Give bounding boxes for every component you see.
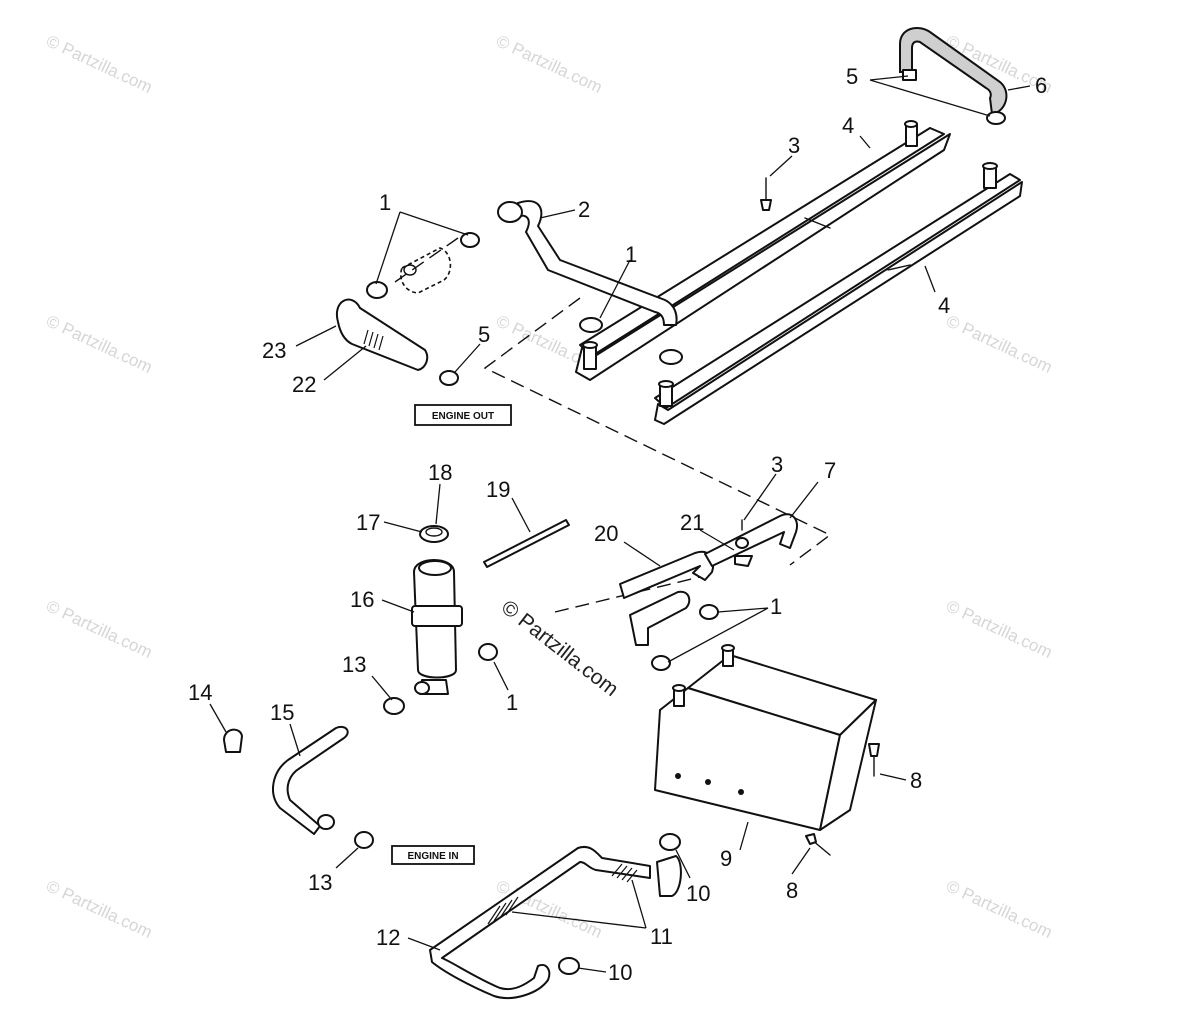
callout-1: 1 [625, 242, 637, 267]
clip-14 [223, 728, 243, 753]
callout-8: 8 [910, 768, 922, 793]
engine-out-label: ENGINE OUT [414, 404, 512, 426]
callout-13: 13 [342, 652, 366, 677]
hose-20 [619, 550, 715, 599]
heat-exchanger [654, 644, 877, 831]
screw [760, 177, 772, 211]
callout-23: 23 [262, 338, 286, 363]
hose-22-23 [335, 298, 429, 371]
callout-15: 15 [270, 700, 294, 725]
callout-4: 4 [938, 293, 950, 318]
hose-clamp [651, 655, 671, 671]
callout-19: 19 [486, 477, 510, 502]
callout-14: 14 [188, 680, 212, 705]
bolt [868, 743, 880, 777]
callout-1: 1 [770, 594, 782, 619]
small-hose [629, 590, 691, 646]
watermark: © Partzilla.com [43, 876, 155, 942]
hose-clamp [439, 370, 459, 386]
callout-10: 10 [608, 960, 632, 985]
callout-5: 5 [478, 322, 490, 347]
callout-13: 13 [308, 870, 332, 895]
hose-clamp [478, 643, 498, 661]
watermark: © Partzilla.com [493, 31, 605, 97]
watermark: © Partzilla.com [943, 596, 1055, 662]
callout-4: 4 [842, 113, 854, 138]
callout-11: 11 [650, 924, 673, 949]
hose-clamp [558, 957, 580, 975]
watermark: © Partzilla.com [943, 311, 1055, 377]
watermark: © Partzilla.com [43, 596, 155, 662]
hose-clamp [366, 281, 388, 299]
callout-21: 21 [680, 510, 704, 535]
assembly-dash-lines [394, 237, 832, 613]
hose-15 [272, 726, 349, 835]
callout-10: 10 [686, 881, 710, 906]
hose-clamp [354, 831, 374, 849]
callout-20: 20 [594, 521, 618, 546]
callout-3: 3 [771, 452, 783, 477]
callout-18: 18 [428, 460, 452, 485]
engine-in-text: ENGINE IN [407, 851, 458, 862]
hose-clamp [699, 604, 719, 620]
callout-2: 2 [578, 197, 590, 222]
callout-8: 8 [786, 878, 798, 903]
callout-12: 12 [376, 925, 400, 950]
rod-19 [483, 519, 570, 568]
callout-6: 6 [1035, 73, 1047, 98]
bolt [805, 833, 831, 856]
hose-clamp [383, 697, 405, 715]
hose-12 [429, 846, 682, 999]
callout-1: 1 [506, 690, 518, 715]
hose-clamp [659, 833, 681, 851]
callout-numbers: 1 2 1 3 4 4 5 6 23 22 5 18 17 19 16 20 2… [188, 64, 1047, 985]
callout-7: 7 [824, 458, 836, 483]
watermark: © Partzilla.com [43, 311, 155, 377]
callout-5: 5 [846, 64, 858, 89]
reservoir-cap [419, 525, 449, 543]
hose-clamp [460, 232, 480, 248]
callout-22: 22 [292, 372, 316, 397]
callout-9: 9 [720, 846, 732, 871]
hose-clamp [579, 317, 603, 333]
coolant-reservoir [411, 559, 463, 695]
hose-6 [899, 27, 1008, 125]
callout-3: 3 [788, 133, 800, 158]
engine-in-label: ENGINE IN [391, 845, 475, 865]
hose-7 [704, 513, 798, 567]
watermark: © Partzilla.com [943, 876, 1055, 942]
callout-17: 17 [356, 510, 380, 535]
engine-out-text: ENGINE OUT [432, 411, 494, 422]
lower-cooling-tube [654, 162, 1023, 425]
callout-16: 16 [350, 587, 374, 612]
center-watermark: © Partzilla.com [497, 596, 623, 701]
callout-1: 1 [379, 190, 391, 215]
watermark: © Partzilla.com [43, 31, 155, 97]
hose-clamp [659, 349, 683, 365]
hose-coupler [400, 247, 452, 294]
leader-lines [209, 75, 1031, 973]
